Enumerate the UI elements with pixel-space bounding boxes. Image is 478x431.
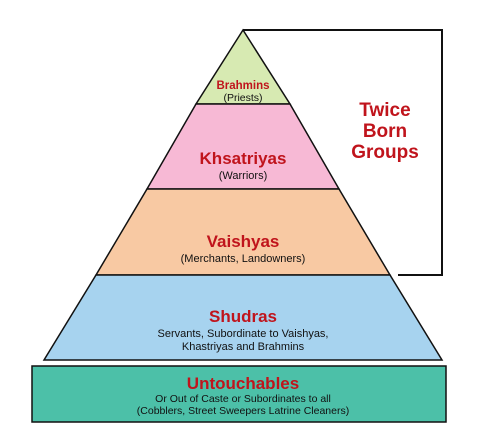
vaishyas-title: Vaishyas	[207, 232, 280, 251]
tier-shudras	[42, 274, 444, 361]
kshatriyas-subtitle: (Warriors)	[219, 170, 267, 182]
vaishyas-subtitle: (Merchants, Landowners)	[181, 253, 306, 265]
tier-untouchables	[31, 365, 447, 423]
shudras-subtitle-2: Khastriyas and Brahmins	[182, 341, 305, 353]
shudras-title: Shudras	[209, 307, 277, 326]
untouchables-subtitle-2: (Cobblers, Street Sweepers Latrine Clean…	[137, 405, 349, 417]
brahmins-subtitle: (Priests)	[223, 92, 262, 104]
kshatriyas-title: Khsatriyas	[200, 149, 287, 168]
untouchables-subtitle-1: Or Out of Caste or Subordinates to all	[155, 393, 331, 405]
untouchables-title: Untouchables	[187, 374, 299, 393]
shudras-subtitle-1: Servants, Subordinate to Vaishyas,	[157, 328, 328, 340]
twice-born-line-1: Twice	[359, 100, 410, 121]
twice-born-line-2: Born	[363, 121, 407, 142]
twice-born-line-3: Groups	[351, 142, 419, 163]
twice-born-bracket	[243, 29, 443, 276]
brahmins-title: Brahmins	[216, 80, 269, 92]
